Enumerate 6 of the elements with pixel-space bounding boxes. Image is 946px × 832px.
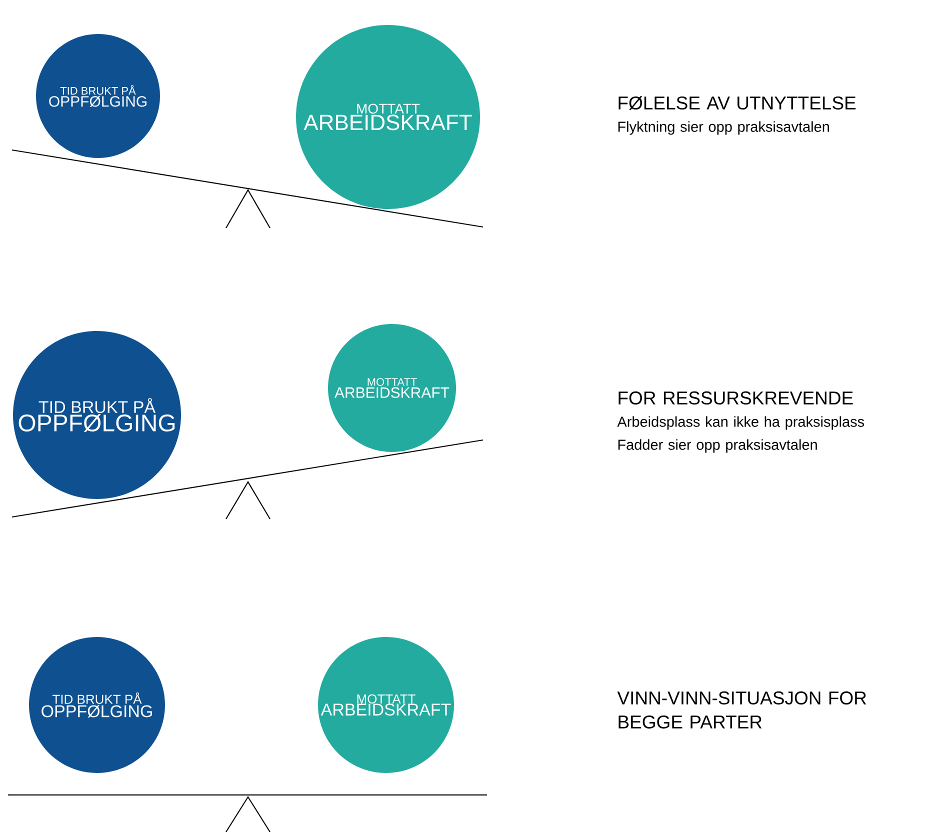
label-text: Flyktning sier opp praksisavtalen	[618, 121, 829, 135]
label-text: FØLELSE AV UTNYTTELSE	[618, 96, 856, 110]
label-text: VINN-VINN-SITUASJON FOR BEGGE PARTER	[617, 691, 866, 729]
label-text: Fadder sier opp praksisavtalen	[618, 439, 817, 453]
label-text: Arbeidsplass kan ikke ha praksisplass	[617, 416, 864, 430]
label-text: FOR RESSURSKREVENDE	[618, 391, 853, 405]
